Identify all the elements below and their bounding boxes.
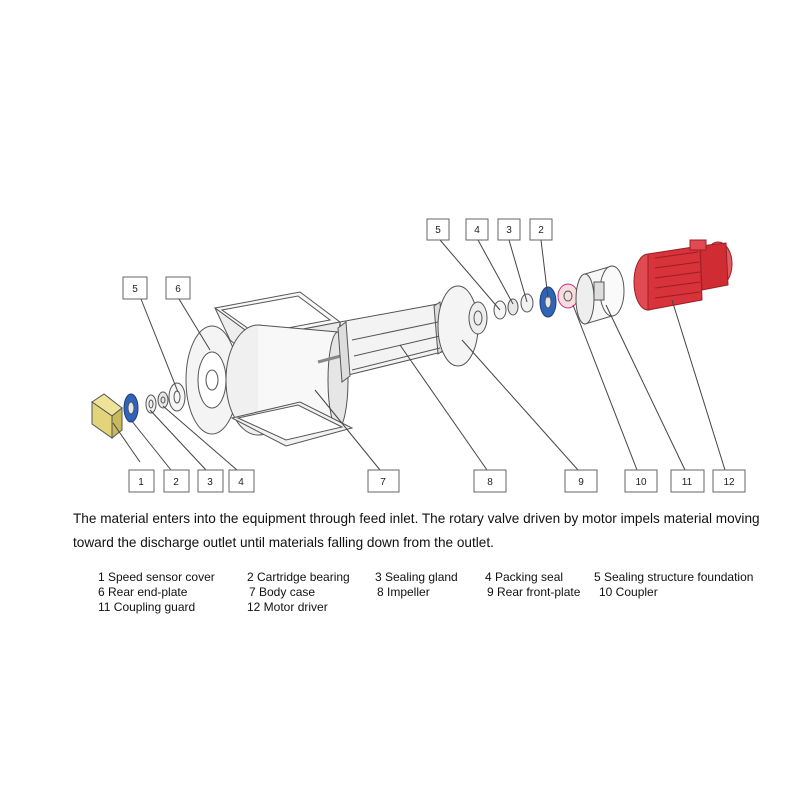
callout-2-bottom: 2: [173, 477, 179, 488]
legend-item-3: 3 Sealing gland: [375, 570, 458, 584]
motor-driver-part: [633, 239, 733, 311]
legend-item-5: 5 Sealing structure foundation: [594, 570, 754, 584]
rear-end-plate-part: [185, 325, 239, 435]
callout-boxes: [122, 218, 746, 493]
callout-12-bottom: 12: [723, 477, 735, 488]
callout-4-bottom: 4: [238, 477, 244, 488]
leader-lines: [112, 239, 726, 471]
sealing-gland-right-part: [520, 293, 534, 313]
callout-5-top: 5: [435, 225, 441, 236]
callout-7-bottom: 7: [380, 477, 386, 488]
callout-9-bottom: 9: [578, 477, 584, 488]
body-case-part: [213, 291, 354, 447]
legend-item-4: 4 Packing seal: [485, 570, 564, 584]
packing-seal-right-part: [507, 298, 519, 316]
callout-6-left: 6: [175, 284, 181, 295]
callout-3-bottom: 3: [207, 477, 213, 488]
impeller-part: [317, 301, 471, 383]
legend-item-7: 7 Body case: [249, 585, 316, 599]
callout-10-bottom: 10: [635, 477, 647, 488]
callout-8-bottom: 8: [487, 477, 493, 488]
speed-sensor-cover-part: [91, 393, 123, 440]
rotary-valve-drawing: 1 2 3 4 5 6 7 8 9 10 11 12 5 4 3 2: [91, 218, 746, 493]
legend-item-1: 1 Speed sensor cover: [98, 570, 215, 584]
legend-item-8: 8 Impeller: [377, 585, 430, 599]
callout-11-bottom: 11: [682, 477, 693, 488]
sealing-foundation-left-part: [168, 382, 186, 412]
packing-seal-left-part: [157, 391, 169, 409]
callout-5-left: 5: [132, 284, 138, 295]
legend-item-10: 10 Coupler: [599, 585, 658, 599]
cartridge-bearing-right-part: [539, 286, 557, 318]
exploded-view-diagram: 1 2 3 4 5 6 7 8 9 10 11 12 5 4 3 2: [91, 218, 746, 493]
description-text: The material enters into the equipment t…: [73, 511, 760, 550]
coupler-part: [557, 283, 579, 309]
coupling-guard-part: [575, 265, 625, 325]
legend-item-12: 12 Motor driver: [247, 600, 328, 614]
legend-item-9: 9 Rear front-plate: [487, 585, 581, 599]
callout-3-top: 3: [506, 225, 512, 236]
callout-4-top: 4: [474, 225, 480, 236]
callout-2-top: 2: [538, 225, 544, 236]
callout-1-bottom: 1: [138, 477, 144, 488]
cartridge-bearing-left-part: [123, 393, 139, 423]
sealing-gland-left-part: [145, 394, 157, 414]
legend-item-11: 11 Coupling guard: [98, 600, 196, 614]
legend-item-6: 6 Rear end-plate: [98, 585, 188, 599]
legend-item-2: 2 Cartridge bearing: [247, 570, 350, 584]
rear-front-plate-part: [437, 285, 488, 367]
